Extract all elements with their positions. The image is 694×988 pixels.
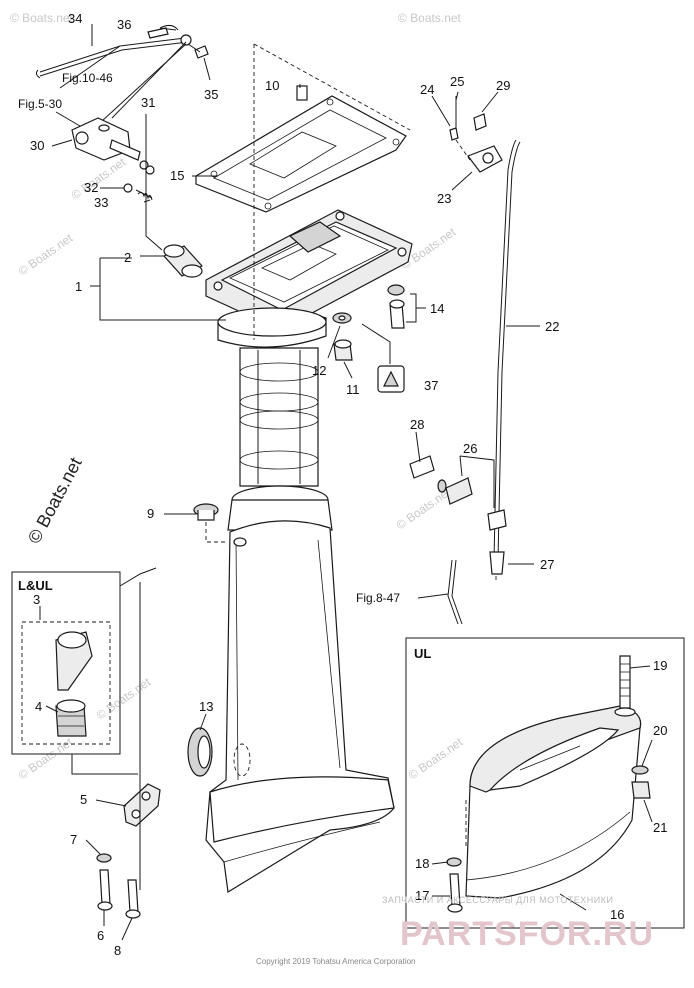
callout-4: 4 [35,699,42,714]
callout-17: 17 [415,888,429,903]
callout-34: 34 [68,11,82,26]
plug-9 [193,503,226,543]
callout-21: 21 [653,820,667,835]
callout-5: 5 [80,792,87,807]
bracket-5 [123,783,161,827]
bolt-8 [125,879,141,919]
callout-31: 31 [141,95,155,110]
callout-1: 1 [75,279,82,294]
callout-6: 6 [97,928,104,943]
bolt-6 [97,869,113,911]
drive-shaft-housing-1 [205,209,413,487]
shop-tagline: ЗАПЧАСТИ И АКСЕССУАРЫ ДЛЯ МОТОТЕХНИКИ [382,895,613,905]
callout-24: 24 [420,82,434,97]
leader [119,567,157,587]
ref-fig-8-47: Fig.8-47 [356,591,400,605]
lower-housing [205,485,395,893]
clamp-26 [409,455,507,531]
callout-32: 32 [84,180,98,195]
linkage-assembly [35,24,209,201]
watermark-boats-net: © Boats.net [16,231,76,279]
callout-19: 19 [653,658,667,673]
callout-30: 30 [30,138,44,153]
callout-12: 12 [312,363,326,378]
pin-10 [296,85,308,101]
leader-lines [39,24,653,941]
gasket-15 [195,95,407,213]
watermark-boats-net: © Boats.net [406,735,466,783]
callout-2: 2 [124,250,131,265]
callout-14: 14 [430,301,444,316]
pipe-fig-8-47 [447,559,459,625]
callout-18: 18 [415,856,429,871]
watermark-boats-net-large: © Boats.net [24,454,86,547]
callout-20: 20 [653,723,667,738]
inset-ul [405,637,685,929]
cable-22 [489,139,521,580]
callout-33: 33 [94,195,108,210]
callout-16: 16 [610,907,624,922]
leader [71,754,138,775]
watermark-boats-net: © Boats.net [10,11,74,25]
decal-37 [377,365,405,393]
figure-references: Fig.10-46 Fig.5-30 Fig.8-47 [18,71,400,605]
watermark-boats-net: © Boats.net [94,675,154,723]
callout-37: 37 [424,378,438,393]
callout-22: 22 [545,319,559,334]
inset-lul [11,571,121,755]
callout-29: 29 [496,78,510,93]
shop-logo: PARTSFOR.RU [400,915,654,953]
washer-12 [332,312,352,324]
pipe-fig-8-47-edge [451,559,463,625]
ref-fig-5-30: Fig.5-30 [18,97,62,111]
callout-3: 3 [33,592,40,607]
watermark-boats-net: © Boats.net [16,735,76,783]
watermark-boats-net: © Boats.net [398,11,462,25]
grommet-13 [187,727,213,777]
callout-8: 8 [114,943,121,958]
callout-28: 28 [410,417,424,432]
bolt-14 [387,284,405,329]
callout-25: 25 [450,74,464,89]
ref-fig-10-46: Fig.10-46 [62,71,113,85]
callout-36: 36 [117,17,131,32]
callout-26: 26 [463,441,477,456]
callout-7: 7 [70,832,77,847]
box-title-lul: L&UL [18,578,53,593]
callout-15: 15 [170,168,184,183]
bushing-2 [163,244,203,278]
callout-9: 9 [147,506,154,521]
box-title-ul: UL [414,646,431,661]
copyright-notice: Copyright 2019 Tohatsu America Corporati… [256,957,416,966]
callout-10: 10 [265,78,279,93]
washer-7 [96,853,112,863]
callout-11: 11 [346,382,360,397]
watermark-boats-net: © Boats.net [394,485,454,533]
nut-11 [333,339,353,361]
callout-35: 35 [204,87,218,102]
centerline [253,43,411,131]
callout-23: 23 [437,191,451,206]
shift-parts [449,96,503,173]
callout-13: 13 [199,699,213,714]
callout-27: 27 [540,557,554,572]
callout-labels: 34 36 35 31 30 32 33 10 15 2 1 24 25 29 … [30,11,667,958]
